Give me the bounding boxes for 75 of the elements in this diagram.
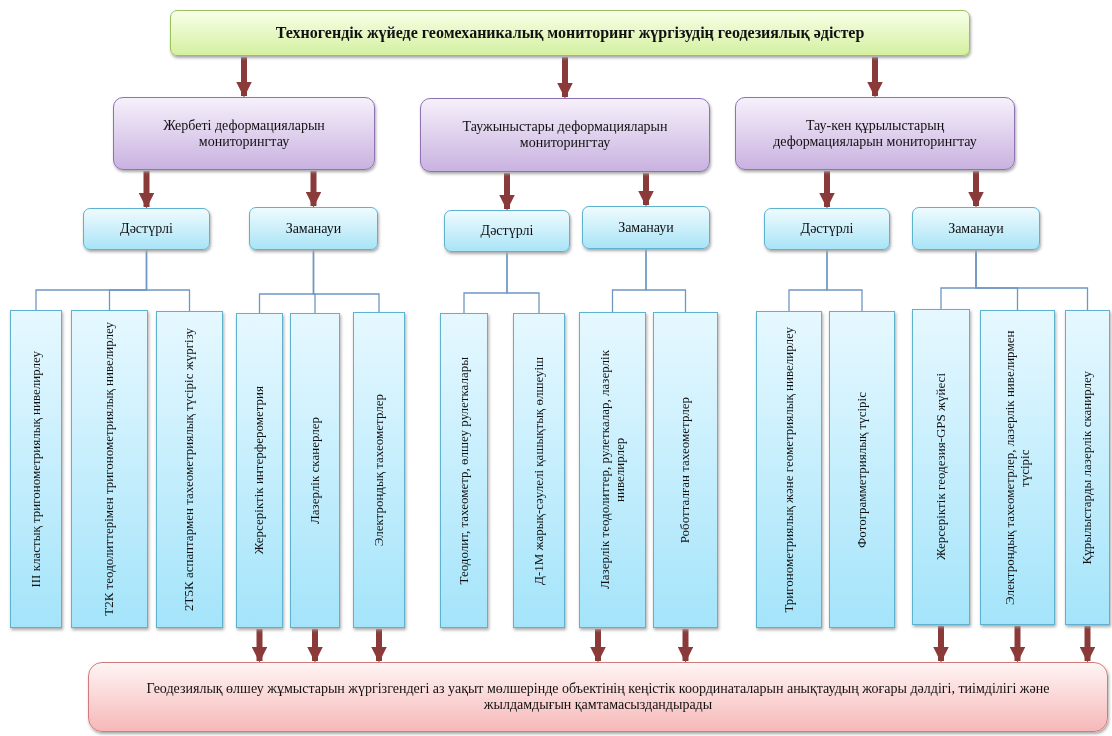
node-label: ІІІ кластық тригонометриялық нивелирлеу bbox=[28, 350, 44, 588]
arrow bbox=[557, 57, 573, 99]
arrow bbox=[499, 173, 515, 211]
node-label: Дәстүрлі bbox=[800, 221, 854, 237]
connector-line bbox=[312, 249, 380, 313]
subcategory-box bbox=[83, 208, 210, 250]
node-label: Заманауи bbox=[618, 219, 674, 236]
node-label: Лазерлік сканерлер bbox=[307, 417, 323, 524]
title-box bbox=[170, 10, 970, 56]
arrow bbox=[236, 57, 252, 98]
subcategory-box bbox=[582, 206, 710, 249]
node-label: Заманауи bbox=[285, 220, 342, 237]
node-label: Фотограмметриялық түсіріс bbox=[854, 391, 870, 548]
node-label: Геодезиялық өлшеу жұмыстарын жүргізгендегі аз уақыт мөлшерінде объектінің кеңістік координаталарын анықтаудың жоғары дәлдігі, тиімділігі және жылдамдығын қамтамасыздандырады bbox=[145, 681, 1051, 713]
node-label: Тригонометриялық және геометриялық нивелирлеу bbox=[781, 326, 797, 613]
node-label: Дәстүрлі bbox=[480, 223, 534, 239]
connector-line bbox=[826, 249, 863, 312]
arrow bbox=[251, 629, 268, 663]
method-box bbox=[236, 313, 283, 628]
arrow bbox=[867, 57, 883, 98]
method-box bbox=[1065, 310, 1110, 625]
node-label: Жерсеріктік интерферометрия bbox=[252, 386, 267, 555]
node-label: Электрондық тахеометрлер bbox=[371, 393, 387, 547]
result-box bbox=[88, 662, 1108, 732]
node-label: Жерсеріктік геодезия-GPS жүйесі bbox=[933, 373, 949, 561]
arrow bbox=[138, 171, 155, 209]
method-box bbox=[756, 311, 822, 628]
subcategory-box bbox=[444, 210, 570, 252]
method-box bbox=[71, 310, 148, 628]
subcategory-box bbox=[249, 207, 378, 250]
method-box bbox=[579, 312, 646, 628]
node-label: Техногендік жүйеде геомеханикалық мониторинг жүргізудің геодезиялық әдістер bbox=[275, 24, 865, 42]
arrow bbox=[371, 629, 387, 663]
connector-line bbox=[506, 251, 540, 314]
node-label: Роботталған тахеометрлер bbox=[678, 396, 693, 544]
arrow bbox=[819, 171, 835, 209]
category-box bbox=[113, 97, 375, 170]
category-box bbox=[420, 98, 710, 172]
method-box bbox=[440, 313, 488, 628]
node-label: Тау-кен құрылыстарың деформацияларын мониторингтау bbox=[772, 117, 978, 150]
method-box bbox=[290, 313, 340, 628]
node-label: Электрондық тахеометрлер, лазерлік нивелирмен түсіріс bbox=[1002, 329, 1033, 607]
node-label: Таужыныстары деформацияларын мониторингтау bbox=[461, 119, 669, 151]
subcategory-box bbox=[764, 208, 890, 250]
node-label: Д-1М жарық-сәулелі қашықтық өлшеуіш bbox=[531, 356, 547, 585]
node-label: 2Т5К аспаптармен тахеометриялық түсіріс жүргізу bbox=[182, 328, 197, 611]
arrow bbox=[677, 629, 694, 663]
arrow bbox=[638, 173, 654, 207]
subcategory-box bbox=[912, 207, 1040, 250]
method-box bbox=[10, 310, 62, 628]
arrow bbox=[1079, 626, 1096, 663]
connector-line bbox=[645, 248, 687, 313]
arrow bbox=[968, 171, 984, 208]
method-box bbox=[156, 311, 223, 628]
arrow bbox=[1009, 626, 1026, 663]
connector-line bbox=[975, 249, 1089, 311]
method-box bbox=[980, 310, 1055, 625]
node-label: Жербеті деформацияларын мониторингтау bbox=[162, 117, 326, 150]
node-label: Дәстүрлі bbox=[120, 221, 173, 237]
category-box bbox=[735, 97, 1015, 170]
method-box bbox=[353, 312, 405, 628]
arrow bbox=[933, 626, 949, 663]
node-label: Заманауи bbox=[948, 220, 1004, 237]
connector-line bbox=[145, 249, 191, 312]
method-box bbox=[829, 311, 895, 628]
node-label: Лазерлік теодолиттер, рулеткалар, лазерлік нивелирлер bbox=[597, 349, 628, 592]
arrow bbox=[305, 171, 322, 208]
arrow bbox=[307, 629, 323, 663]
arrow bbox=[590, 629, 606, 663]
method-box bbox=[912, 309, 970, 625]
node-label: Т2К теодолиттерімен тригонометриялық нивелирлеу bbox=[102, 322, 117, 616]
node-label: Құрылыстарды лазерлік сканирлеу bbox=[1080, 370, 1095, 565]
node-label: Теодолит, тахеометр, өлшеу рулеткалары bbox=[456, 356, 472, 585]
method-box bbox=[513, 313, 565, 628]
method-box bbox=[653, 312, 718, 628]
